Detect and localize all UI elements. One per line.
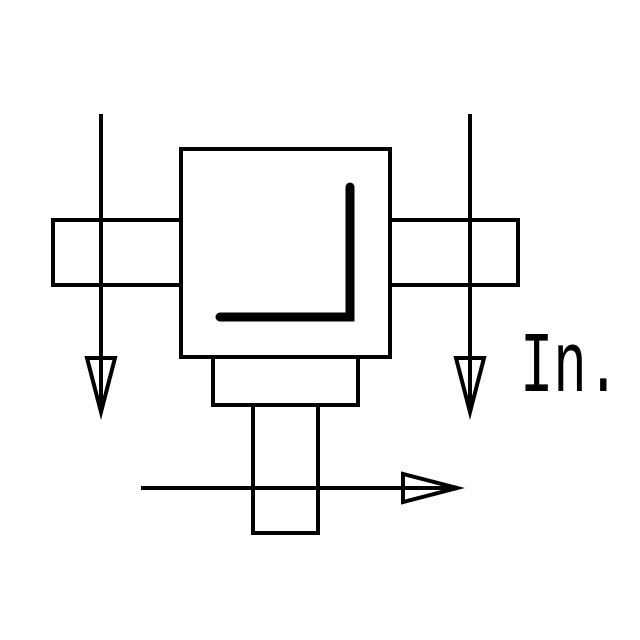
right-input-arrow — [453, 114, 487, 420]
output-arrow — [141, 471, 465, 505]
right-arrowhead — [453, 356, 487, 420]
output-arrowhead — [401, 471, 465, 505]
left-arrowhead — [84, 356, 118, 420]
left-input-arrow — [84, 114, 118, 420]
gearbox-housing — [179, 147, 392, 359]
input-label: In. — [520, 319, 620, 417]
angle-symbol — [215, 182, 355, 322]
output-shaft — [251, 403, 320, 535]
